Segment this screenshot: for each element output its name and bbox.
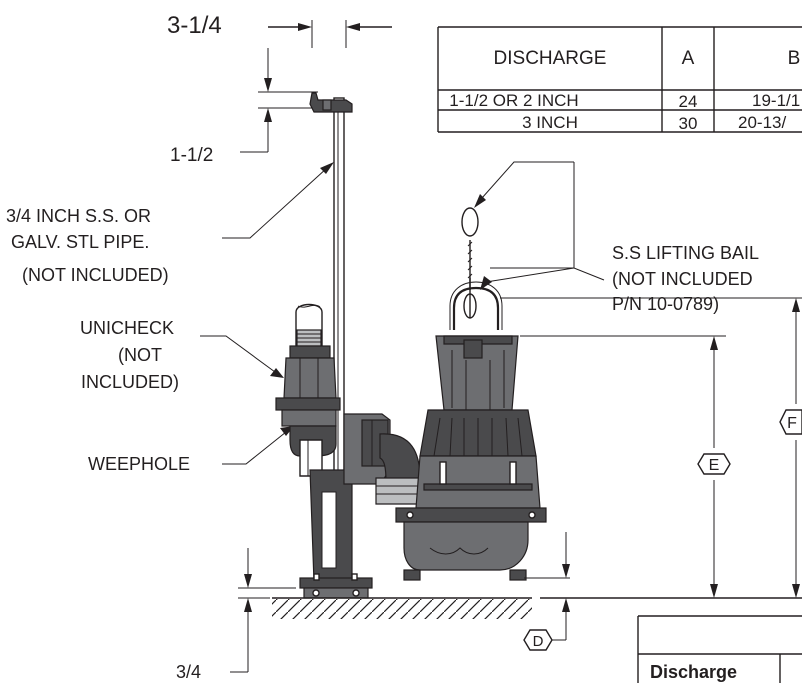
unicheck-flange	[275, 397, 341, 411]
bottom-dimension-table: Discharge	[637, 615, 802, 683]
sewage-pump	[395, 281, 547, 581]
callout-pipe: 3/4 INCH S.S. OR GALV. STL PIPE. (NOT IN…	[6, 162, 334, 285]
marker-d	[523, 629, 553, 651]
marker-e-label: E	[709, 457, 720, 474]
pump-guide-bracket	[343, 413, 425, 505]
dimension-3-1-4-label: 3-1/4	[167, 12, 222, 39]
top-dimension-table: DISCHARGE A B 1-1/2 OR 2 INCH 24 19-1/1 …	[437, 26, 802, 133]
base-elbow	[299, 469, 373, 599]
marker-f	[779, 409, 802, 435]
lifting-bail	[452, 286, 500, 330]
dimension-f: F	[500, 297, 802, 598]
table-row-1-b: 19-1/1	[752, 91, 800, 110]
dimension-3-4: 3/4	[176, 548, 296, 682]
callout-weephole: WEEPHOLE	[88, 426, 294, 474]
callout-pipe-line-3: (NOT INCLUDED)	[22, 265, 169, 285]
dimension-1-1-2: 1-1/2	[170, 48, 318, 166]
dimension-1-1-2-label: 1-1/2	[170, 145, 213, 166]
table-row-1-discharge: 1-1/2 OR 2 INCH	[449, 91, 578, 110]
guide-rail-assembly	[309, 92, 353, 479]
table-row-2-a: 30	[679, 114, 698, 133]
callout-bail-line-3: P/N 10-0789)	[612, 294, 719, 314]
table-row-1-a: 24	[679, 92, 698, 111]
pit-floor	[272, 597, 802, 619]
unicheck-coupling-top	[289, 345, 331, 359]
bottom-table-header-discharge: Discharge	[650, 662, 737, 682]
callout-unicheck-line-3: INCLUDED)	[81, 372, 179, 392]
callout-bail-line-1: S.S LIFTING BAIL	[612, 243, 759, 263]
table-header-discharge: DISCHARGE	[494, 48, 607, 69]
callout-bail-line-2: (NOT INCLUDED	[612, 269, 753, 289]
volute	[403, 521, 529, 571]
callout-unicheck-line-1: UNICHECK	[80, 318, 174, 338]
dimension-e: E	[520, 335, 731, 598]
table-header-a: A	[682, 48, 695, 69]
bail-eye-hook	[461, 207, 479, 237]
callout-lifting-bail: S.S LIFTING BAIL (NOT INCLUDED P/N 10-07…	[461, 161, 759, 319]
unicheck-valve	[283, 357, 337, 399]
marker-d-label: D	[533, 633, 544, 650]
dimension-3-1-4: 3-1/4	[167, 12, 392, 48]
table-row-2-b: 20-13/	[738, 113, 786, 132]
callout-weephole-label: WEEPHOLE	[88, 454, 190, 474]
table-header-b: B	[788, 48, 801, 69]
marker-e	[697, 453, 731, 475]
marker-f-label: F	[787, 415, 797, 432]
callout-pipe-line-2: GALV. STL PIPE.	[11, 232, 149, 252]
callout-unicheck-line-2: (NOT	[118, 345, 162, 365]
dimension-3-4-label: 3/4	[176, 662, 201, 682]
callout-unicheck: UNICHECK (NOT INCLUDED)	[80, 318, 284, 392]
callout-pipe-line-1: 3/4 INCH S.S. OR	[6, 206, 151, 226]
lower-housing	[415, 455, 541, 509]
discharge-pipe-assembly	[275, 303, 341, 477]
table-row-2-discharge: 3 INCH	[522, 113, 578, 132]
seal-plate	[395, 507, 547, 523]
dimension-d: D	[523, 532, 570, 651]
cord-entry	[463, 339, 483, 359]
